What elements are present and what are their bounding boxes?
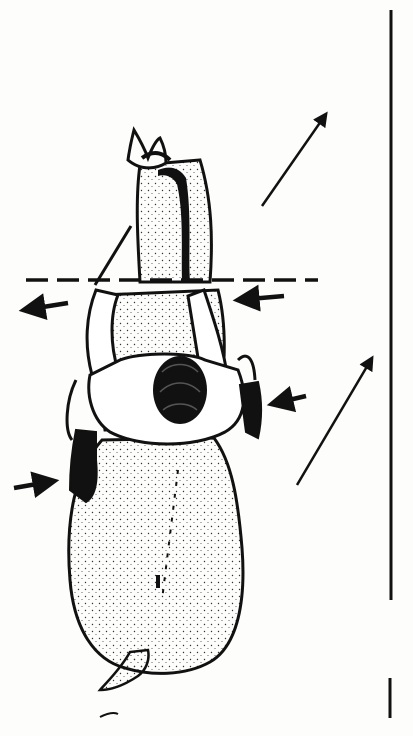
arrow-icon-left-outward	[24, 303, 68, 310]
arrow-icon-right-inward	[238, 296, 284, 300]
arrow-icon-right-leg-pressure	[272, 396, 306, 404]
arrow-icon-direction-lower	[297, 358, 372, 485]
bottom-mark	[100, 713, 118, 717]
arrow-icon-left-leg-pressure	[14, 481, 54, 488]
rider-right-boot	[240, 382, 261, 438]
whip-line	[95, 226, 131, 285]
rider-left-boot	[70, 430, 97, 502]
rider-left-leg	[67, 380, 76, 440]
horse-head	[128, 130, 166, 168]
arrow-icon-direction-upper	[262, 114, 326, 206]
